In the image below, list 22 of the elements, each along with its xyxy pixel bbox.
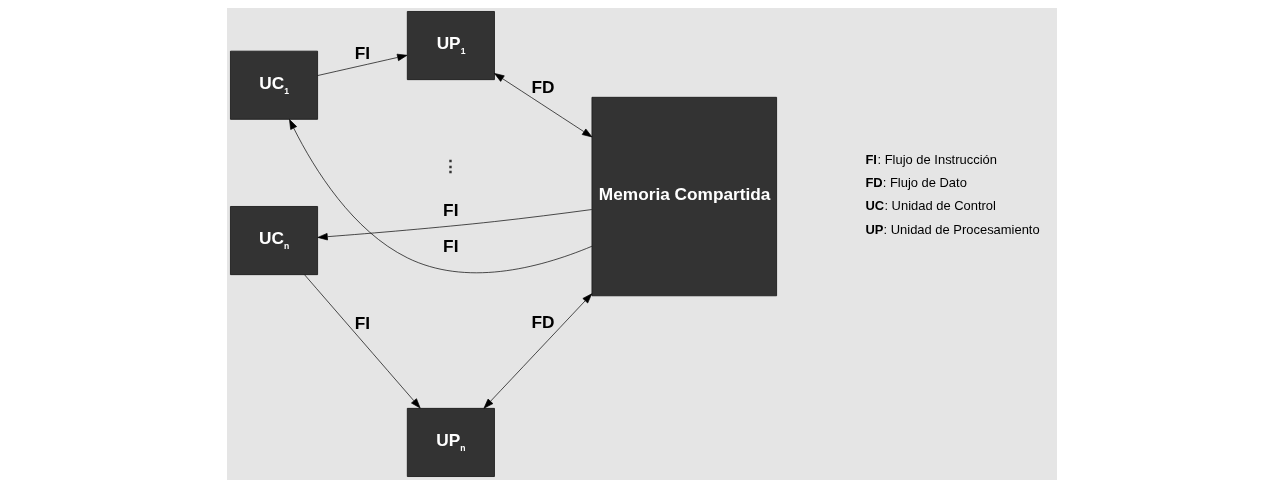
arrow (317, 209, 593, 241)
arrow (483, 293, 593, 409)
node-box: UC$_{n}$ (230, 206, 318, 276)
edge-label: FI (354, 42, 371, 63)
label: FI: Flujo de Instrucción (865, 151, 997, 167)
node-box: UP$_{1}$ (406, 11, 495, 81)
edge-label: FI (354, 312, 371, 333)
node-box: UC$_{1}$ (230, 50, 318, 120)
label: ⋮ (441, 156, 459, 177)
label: UP: Unidad de Procesamiento (865, 221, 1040, 237)
label: FD: Flujo de Dato (865, 175, 967, 191)
edge-label: FI (443, 199, 459, 220)
label: UC: Unidad de Control (865, 198, 996, 214)
node-box: UP$_{n}$ (406, 407, 495, 477)
arrow (289, 119, 593, 273)
arrow (494, 73, 593, 138)
arrow (304, 274, 421, 409)
edge-label: FI (443, 235, 459, 256)
arrow (317, 53, 408, 76)
edge-label: FD (531, 311, 555, 332)
edge-label: FD (531, 77, 555, 98)
node-box: Memoria Compartida (591, 96, 777, 297)
